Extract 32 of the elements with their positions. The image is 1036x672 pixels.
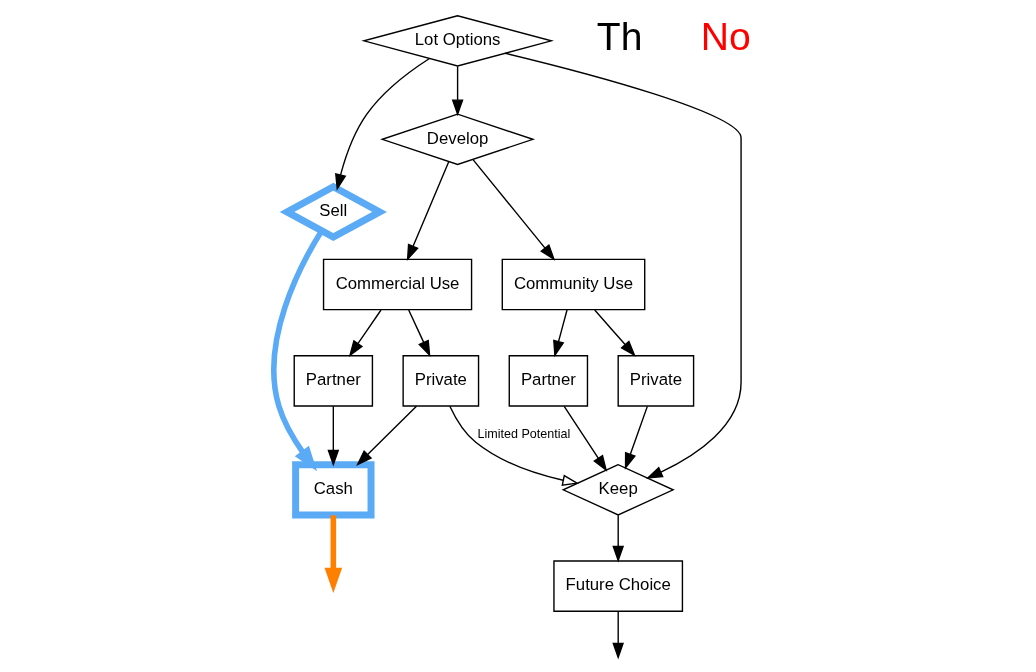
node-diamond: Lot Options	[360, 15, 554, 67]
node-box: Cash	[291, 461, 374, 519]
node-box: Partner	[293, 355, 373, 407]
node-diamond: Develop	[379, 113, 535, 166]
arrow	[624, 405, 648, 470]
node-box: Partner	[508, 355, 588, 407]
label: No	[700, 15, 751, 59]
arrow	[407, 309, 430, 358]
arrow	[611, 514, 624, 563]
arrow	[326, 405, 339, 467]
arrow	[472, 159, 555, 261]
arrow	[611, 610, 624, 660]
arrow	[552, 309, 568, 358]
arrow	[348, 309, 382, 357]
node-box: Private	[617, 355, 694, 407]
arrow	[334, 57, 430, 191]
arrow	[355, 405, 417, 466]
node-box: Community Use	[501, 258, 645, 311]
arrow	[406, 161, 449, 262]
arrow	[448, 405, 579, 486]
edge-label: Limited Potential	[477, 427, 570, 442]
arrow	[503, 52, 742, 479]
node-diamond: Sell	[279, 182, 387, 242]
arrow	[563, 405, 607, 472]
arrow	[593, 309, 636, 357]
arrow	[451, 65, 463, 117]
label: Th	[596, 15, 642, 59]
node-box: Future Choice	[552, 560, 683, 612]
arrow	[270, 229, 324, 472]
node-box: Commercial Use	[322, 258, 472, 311]
arrow	[324, 515, 342, 594]
node-box: Private	[401, 355, 479, 407]
